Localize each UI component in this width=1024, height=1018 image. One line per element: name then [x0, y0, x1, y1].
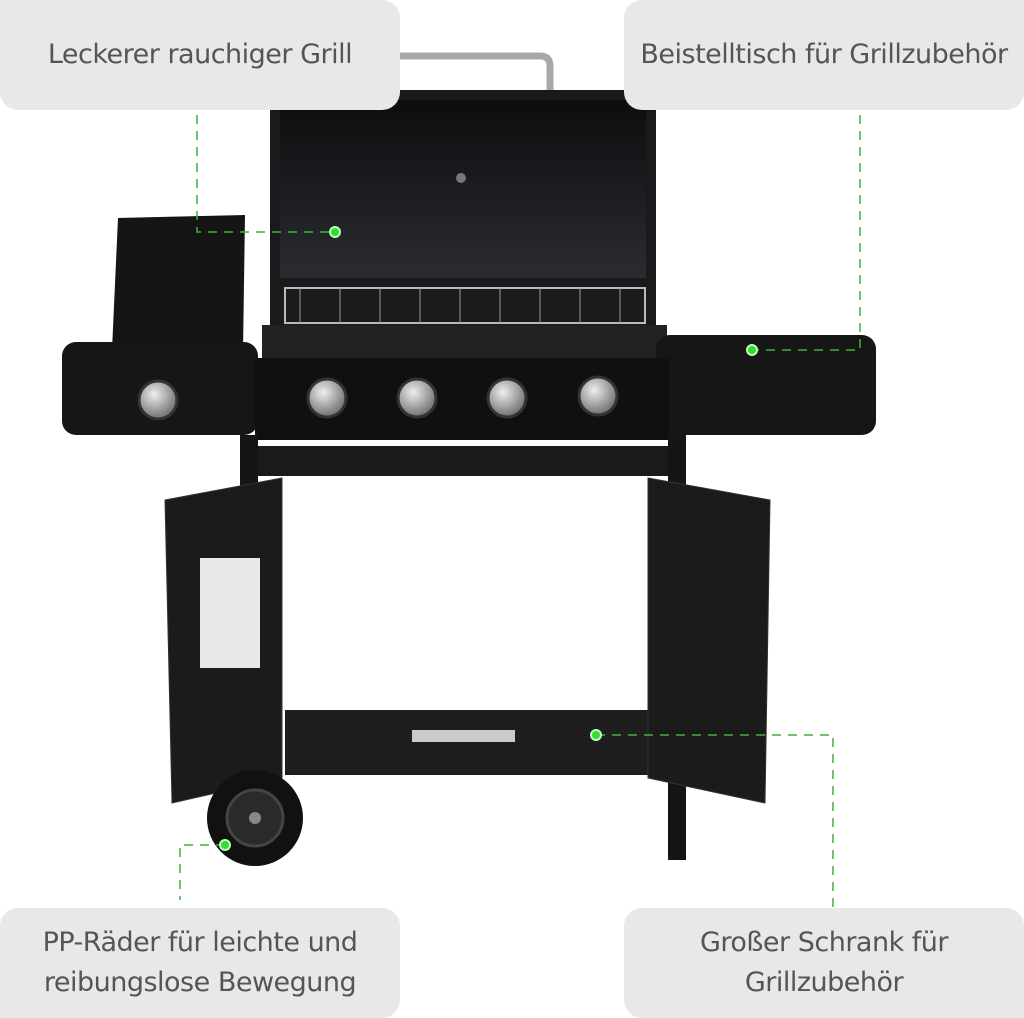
warming-rack	[284, 287, 646, 324]
side-burner-lid	[112, 215, 245, 350]
control-knobs	[137, 375, 619, 421]
marker-dots	[219, 226, 758, 851]
leader-lines	[179, 115, 861, 912]
cabinet-door-right	[647, 477, 771, 804]
callout-side-table: Beistelltisch für Grillzubehör	[624, 0, 1024, 110]
callout-cabinet: Großer Schrank für Grillzubehör	[624, 908, 1024, 1018]
side-table	[656, 335, 876, 435]
callout-text: Großer Schrank für Grillzubehör	[699, 927, 949, 998]
bottom-shelf	[285, 710, 650, 775]
callout-text-line2: reibungslose Bewegung	[43, 967, 357, 998]
callout-text-line1: PP-Räder für leichte und	[42, 927, 358, 958]
callout-text: Beistelltisch für Grillzubehör	[640, 39, 1008, 70]
callout-wheels: PP-Räder für leichte und reibungslose Bew…	[0, 908, 400, 1018]
callout-smoky-grill: Leckerer rauchiger Grill	[0, 0, 400, 110]
callout-text: Leckerer rauchiger Grill	[47, 39, 353, 70]
